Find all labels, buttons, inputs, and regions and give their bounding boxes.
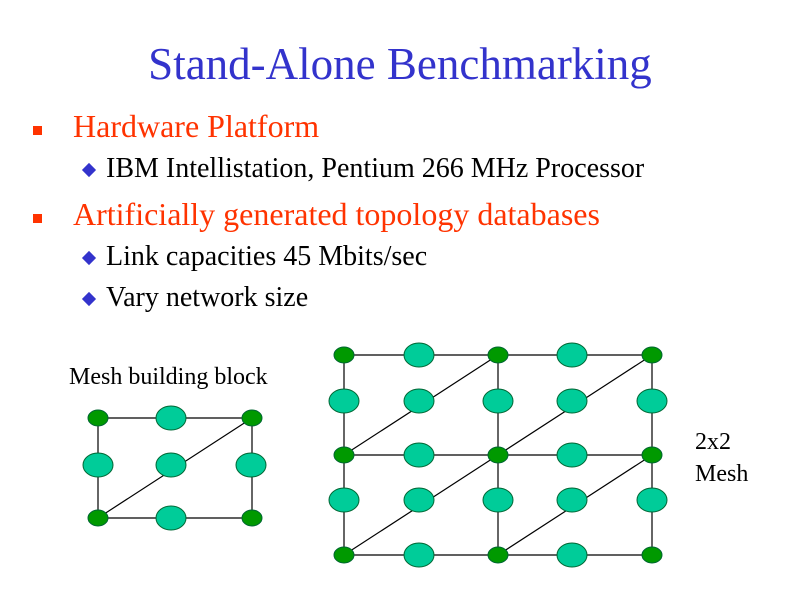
host-node bbox=[155, 505, 187, 531]
sub-bullet-processor: IBM Intellistation, Pentium 266 MHz Proc… bbox=[81, 152, 784, 186]
router-node bbox=[641, 346, 663, 364]
bullet-text: Artificially generated topology database… bbox=[73, 196, 600, 232]
square-bullet-icon bbox=[33, 126, 42, 135]
host-node bbox=[82, 452, 114, 478]
sub-bullet-link-capacities: Link capacities 45 Mbits/sec bbox=[81, 240, 784, 274]
host-node bbox=[482, 487, 514, 513]
host-node bbox=[328, 388, 360, 414]
host-node bbox=[155, 452, 187, 478]
host-node bbox=[403, 342, 435, 368]
slide-title: Stand-Alone Benchmarking bbox=[148, 39, 652, 89]
sub-bullet-text: IBM Intellistation, Pentium 266 MHz Proc… bbox=[106, 153, 645, 184]
host-node bbox=[155, 405, 187, 431]
router-node bbox=[641, 446, 663, 464]
square-bullet-icon bbox=[33, 214, 42, 223]
router-node bbox=[241, 509, 263, 527]
bullet-text: Hardware Platform bbox=[73, 108, 320, 144]
host-node bbox=[235, 452, 267, 478]
router-node bbox=[87, 409, 109, 427]
bullet-hardware-platform: Hardware Platform bbox=[33, 106, 733, 146]
router-node bbox=[333, 446, 355, 464]
sub-bullet-text: Link capacities 45 Mbits/sec bbox=[106, 241, 428, 272]
router-node bbox=[87, 509, 109, 527]
mesh-building-block-label: Mesh building block bbox=[69, 364, 268, 390]
host-node bbox=[403, 388, 435, 414]
bullet-topology-databases: Artificially generated topology database… bbox=[33, 194, 793, 234]
host-node bbox=[556, 442, 588, 468]
router-node bbox=[241, 409, 263, 427]
host-node bbox=[556, 487, 588, 513]
router-node bbox=[333, 346, 355, 364]
router-node bbox=[487, 546, 509, 564]
mesh-size-label-line2: Mesh bbox=[695, 461, 749, 487]
router-node bbox=[487, 346, 509, 364]
host-node bbox=[556, 542, 588, 568]
host-node bbox=[556, 388, 588, 414]
mesh-nodes bbox=[82, 342, 668, 568]
router-node bbox=[333, 546, 355, 564]
host-node bbox=[403, 487, 435, 513]
host-node bbox=[328, 487, 360, 513]
router-node bbox=[641, 546, 663, 564]
host-node bbox=[482, 388, 514, 414]
host-node bbox=[403, 542, 435, 568]
router-node bbox=[487, 446, 509, 464]
mesh-size-label-line1: 2x2 bbox=[695, 429, 731, 455]
sub-bullet-text: Vary network size bbox=[106, 282, 309, 313]
sub-bullet-network-size: Vary network size bbox=[81, 281, 784, 315]
host-node bbox=[403, 442, 435, 468]
host-node bbox=[636, 487, 668, 513]
host-node bbox=[636, 388, 668, 414]
host-node bbox=[556, 342, 588, 368]
